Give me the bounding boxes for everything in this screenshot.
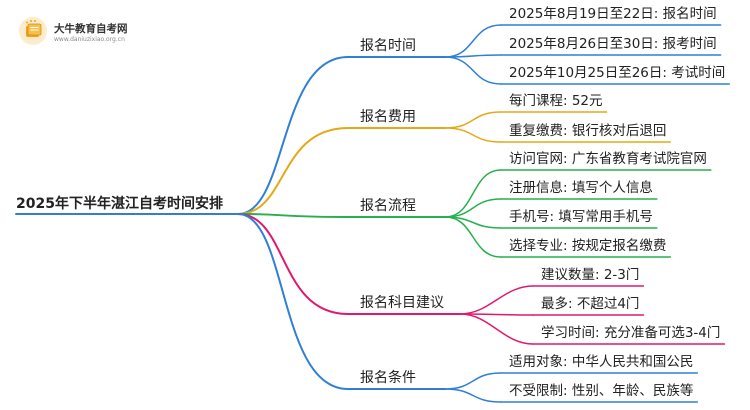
connector-line (444, 372, 502, 390)
leaf-item: 建议数量: 2-3门 (541, 267, 640, 283)
leaf-item: 注册信息: 填写个人信息 (509, 180, 653, 196)
connector-line (444, 198, 502, 218)
leaf-item: 2025年10月25日至26日: 考试时间 (509, 65, 726, 81)
leaf-item: 2025年8月19日至22日: 报名时间 (509, 6, 717, 22)
root-topic: 2025年下半年湛江自考时间安排 (16, 196, 223, 212)
connector-line (444, 216, 502, 258)
branch-registration-process: 报名流程 (360, 198, 416, 214)
connector-line (237, 213, 349, 390)
connector-line (237, 213, 349, 315)
connector-line (237, 127, 349, 215)
branch-registration-fee: 报名费用 (360, 109, 416, 125)
branch-subject-advice: 报名科目建议 (360, 295, 444, 311)
leaf-item: 2025年8月26日至30日: 报考时间 (509, 36, 717, 52)
branch-registration-conditions: 报名条件 (360, 370, 416, 386)
leaf-item: 适用对象: 中华人民共和国公民 (509, 354, 694, 370)
leaf-item: 每门课程: 52元 (509, 93, 603, 109)
connector-line (237, 56, 349, 215)
connector-line (444, 24, 502, 58)
connector-line (237, 213, 349, 218)
leaf-item: 访问官网: 广东省教育考试院官网 (509, 151, 707, 167)
connector-line (459, 285, 534, 315)
leaf-item: 手机号: 填写常用手机号 (509, 209, 653, 225)
leaf-item: 学习时间: 充分准备可选3-4门 (541, 325, 721, 341)
leaf-item: 选择专业: 按规定报名缴费 (509, 238, 667, 254)
logo-url: www.daniuzixiao.org.cn (54, 36, 125, 43)
connector-line (459, 313, 534, 345)
logo-name: 大牛教育自考网 (54, 23, 128, 35)
connector-line (444, 127, 502, 143)
leaf-item: 不受限制: 性别、年龄、民族等 (509, 383, 694, 399)
connector-line (444, 169, 502, 218)
site-logo[interactable]: 大牛教育自考网 www.daniuzixiao.org.cn (14, 14, 134, 48)
connector-line (444, 111, 502, 129)
branch-registration-time: 报名时间 (360, 38, 416, 54)
leaf-item: 重复缴费: 银行核对后退回 (509, 123, 667, 139)
connector-line (444, 56, 502, 85)
leaf-item: 最多: 不超过4门 (541, 296, 640, 312)
book-logo-icon (19, 17, 47, 45)
connector-line (444, 388, 502, 403)
